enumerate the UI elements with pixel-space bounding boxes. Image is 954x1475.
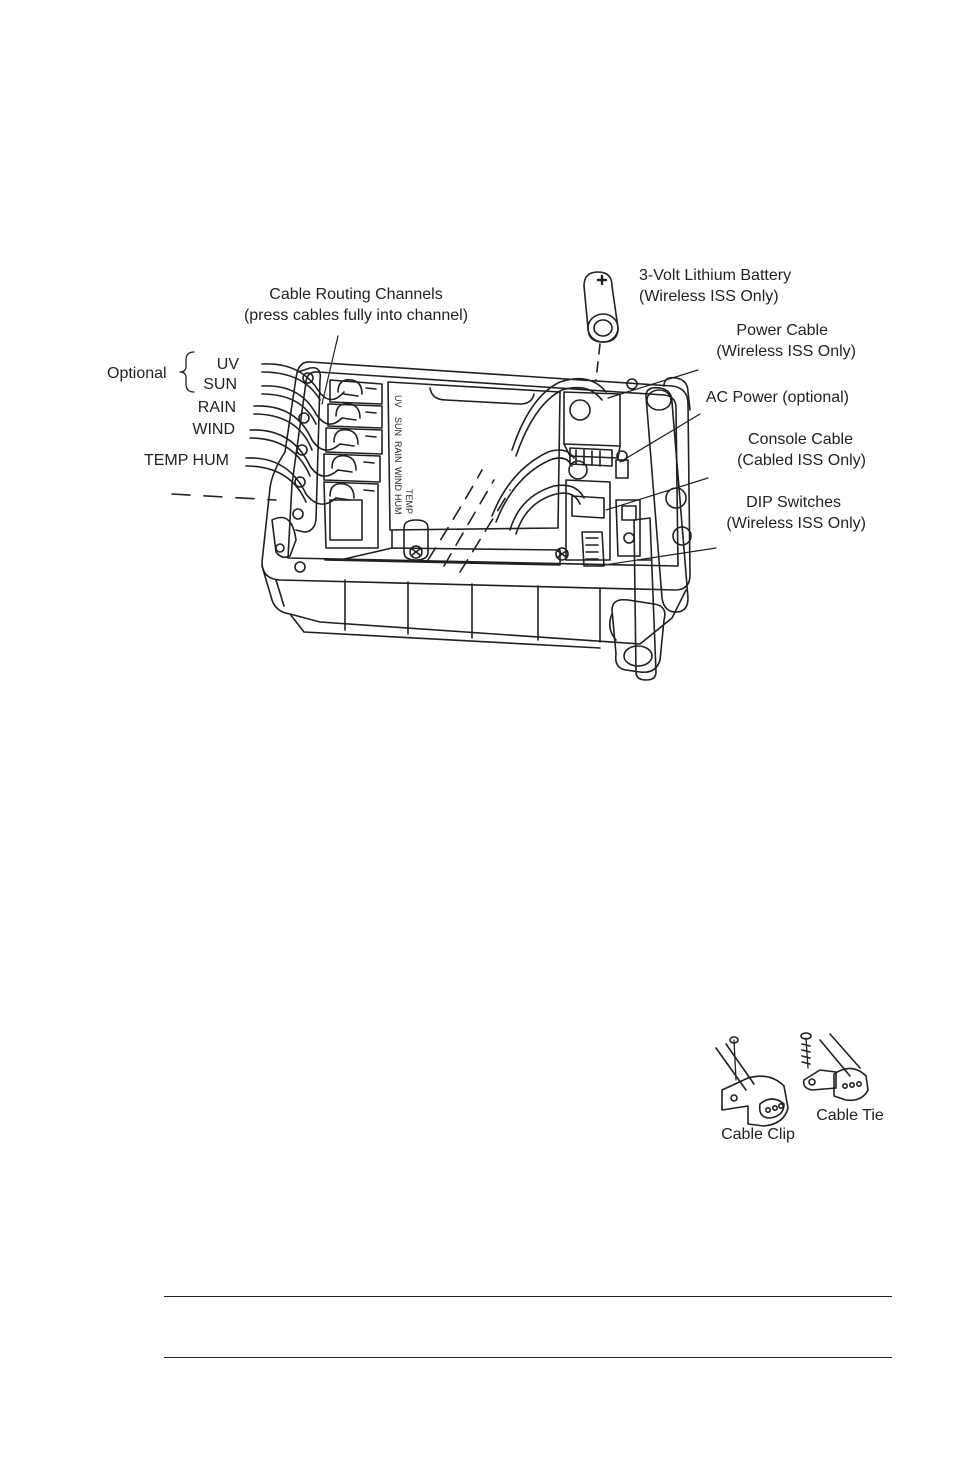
sensor-cables bbox=[245, 363, 345, 505]
horizontal-rule-top bbox=[164, 1296, 892, 1297]
temp-hum-label: TEMP HUM bbox=[144, 452, 229, 469]
dip-switches bbox=[581, 531, 605, 567]
board-label-rain: RAIN bbox=[393, 441, 403, 463]
power-cable-label-line2: (Wireless ISS Only) bbox=[716, 343, 856, 360]
uv-label: UV bbox=[217, 356, 240, 373]
dip-switches-label-line1: DIP Switches bbox=[746, 494, 841, 511]
enclosure-lower-housing bbox=[261, 565, 687, 645]
optional-brace bbox=[179, 351, 195, 393]
sun-label: SUN bbox=[203, 376, 237, 393]
cable-routing-channels bbox=[295, 366, 322, 533]
power-cable-label-line1: Power Cable bbox=[736, 322, 828, 339]
console-cable-label-line1: Console Cable bbox=[748, 431, 853, 448]
ac-power-jack bbox=[615, 450, 629, 479]
cable-routing-label-line2: (press cables fully into channel) bbox=[244, 307, 468, 324]
cable-clip-label: Cable Clip bbox=[721, 1126, 795, 1143]
screw-icons bbox=[403, 519, 569, 561]
power-connector bbox=[569, 447, 613, 467]
optional-cable-dashed bbox=[171, 493, 277, 501]
horizontal-rule-bottom bbox=[164, 1357, 892, 1358]
board-label-temp: TEMP bbox=[404, 489, 414, 514]
mounting-rails bbox=[608, 376, 692, 674]
rain-label: RAIN bbox=[198, 399, 236, 416]
battery-label-line1: 3-Volt Lithium Battery bbox=[639, 267, 791, 284]
ac-power-label: AC Power (optional) bbox=[706, 389, 849, 406]
board-label-uv: UV bbox=[393, 395, 403, 408]
cable-clip-icon bbox=[715, 1036, 789, 1127]
battery-icon bbox=[583, 271, 619, 343]
board-label-sun: SUN bbox=[393, 417, 403, 436]
cable-tie-icon bbox=[800, 1032, 869, 1102]
console-cable-label-line2: (Cabled ISS Only) bbox=[737, 452, 866, 469]
leader-lines bbox=[321, 335, 717, 567]
optional-label: Optional bbox=[107, 365, 167, 382]
board-label-hum: HUM bbox=[393, 494, 403, 515]
sensor-jacks bbox=[323, 378, 383, 549]
board-label-wind: WIND bbox=[393, 467, 403, 491]
enclosure-ribs bbox=[344, 579, 601, 643]
console-connector bbox=[565, 460, 611, 561]
cable-routing-label-line1: Cable Routing Channels bbox=[269, 286, 442, 303]
wind-label: WIND bbox=[192, 421, 235, 438]
dip-switches-label-line2: (Wireless ISS Only) bbox=[726, 515, 866, 532]
battery-label-line2: (Wireless ISS Only) bbox=[639, 288, 779, 305]
circuit-board bbox=[387, 381, 561, 531]
cable-tie-label: Cable Tie bbox=[816, 1107, 884, 1124]
